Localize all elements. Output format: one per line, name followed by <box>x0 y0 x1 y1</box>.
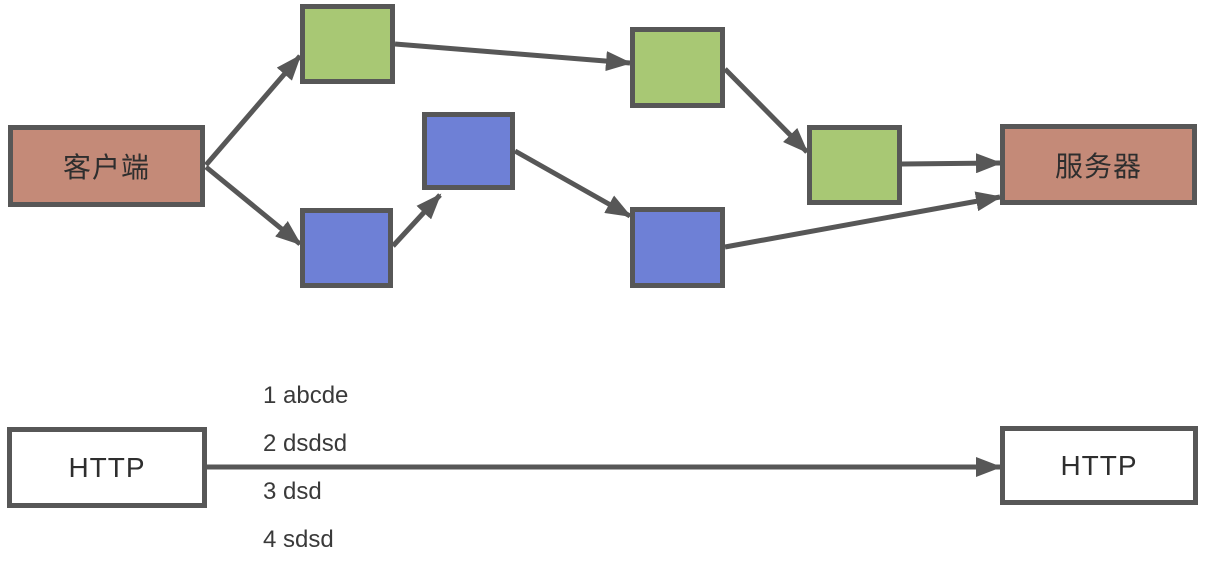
node-client-label: 客户端 <box>62 152 150 183</box>
edge-client-to-blue1 <box>204 165 302 246</box>
node-http-right-label: HTTP <box>1060 449 1138 481</box>
edge-blue3-to-server <box>724 191 1002 250</box>
note-item-4: 4 sdsd <box>263 526 334 553</box>
node-blue1 <box>300 208 393 288</box>
node-green1 <box>300 4 395 84</box>
node-server: 服务器 <box>1000 124 1197 205</box>
node-client: 客户端 <box>8 125 205 207</box>
node-http-right: HTTP <box>1000 426 1198 505</box>
node-http-left-label: HTTP <box>68 451 146 483</box>
edge-green3-to-server <box>901 153 1002 174</box>
node-server-label: 服务器 <box>1054 150 1142 182</box>
node-green3 <box>807 125 902 205</box>
node-blue3 <box>630 207 725 288</box>
node-http-left: HTTP <box>7 427 207 508</box>
edge-blue2-to-blue3 <box>513 148 632 219</box>
note-item-3: 3 dsd <box>263 478 322 505</box>
note-item-1: 1 abcde <box>263 382 349 409</box>
edge-client-to-green1 <box>204 54 302 167</box>
notes-list: 1 abcde 2 dsdsd 3 dsd 4 sdsd <box>263 372 348 564</box>
edge-green1-to-green2 <box>394 41 632 72</box>
edge-blue1-to-blue2 <box>391 193 442 248</box>
note-item-2: 2 dsdsd <box>263 430 348 457</box>
edge-green2-to-green3 <box>723 67 809 154</box>
node-blue2 <box>422 112 515 190</box>
node-green2 <box>630 27 725 108</box>
